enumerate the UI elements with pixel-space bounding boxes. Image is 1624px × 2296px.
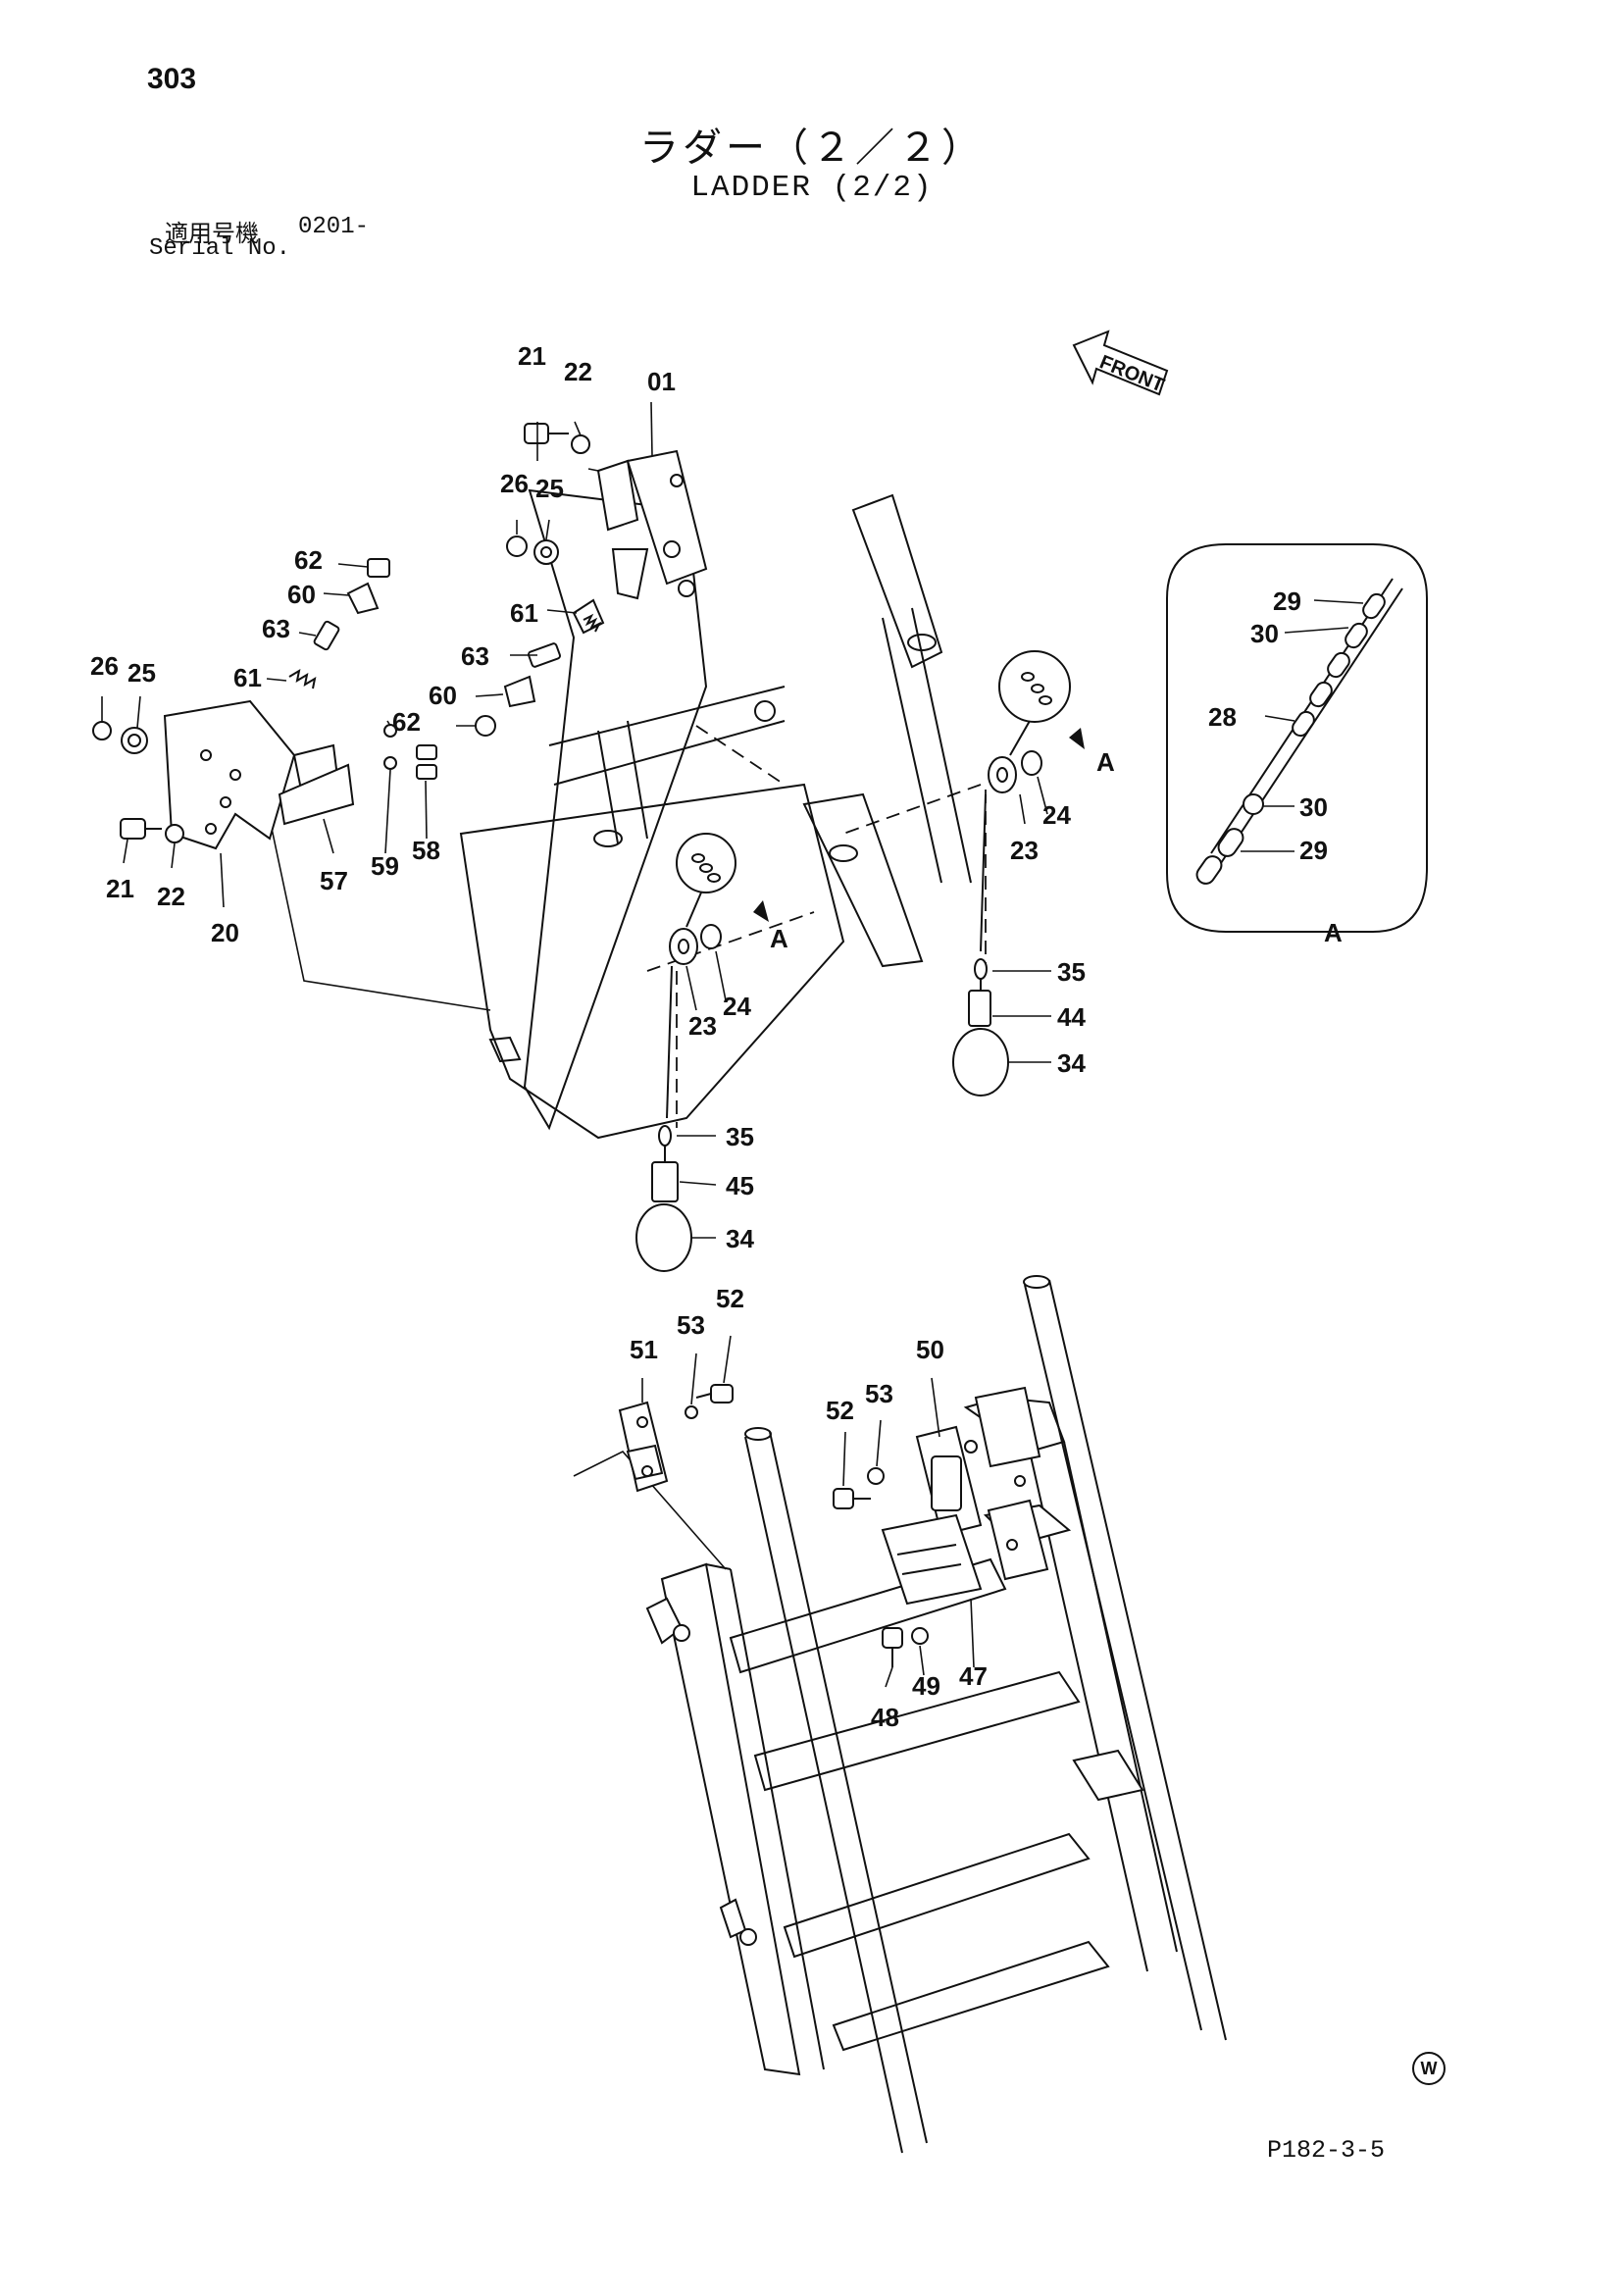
- callout-53-right: 53: [865, 1379, 893, 1408]
- w-mark: W: [1412, 2052, 1446, 2085]
- handle-brackets: [833, 1377, 1049, 1688]
- callout-a-detail: A: [1324, 918, 1343, 947]
- callout-a-right: A: [1096, 747, 1115, 777]
- callout-35-right: 35: [1057, 957, 1086, 987]
- callout-25-top: 25: [535, 474, 564, 503]
- callout-51: 51: [630, 1335, 658, 1364]
- callout-61-left: 61: [233, 663, 262, 692]
- callout-29-bottom: 29: [1299, 836, 1328, 865]
- callout-23-right: 23: [1010, 836, 1039, 865]
- callout-62-mid: 62: [392, 707, 421, 737]
- title-japanese: ラダー（２／２）: [639, 126, 985, 171]
- callout-59: 59: [371, 851, 399, 881]
- front-label: FRONT: [1096, 351, 1167, 396]
- serial-label-english: Serial No.: [149, 235, 291, 262]
- callout-21-top: 21: [518, 341, 546, 371]
- serial-value: 0201-: [298, 214, 370, 240]
- callout-labels: 21 22 01 26 25 62 60 63 61 61 63 60 62 2…: [90, 341, 1343, 1732]
- callout-30-top: 30: [1250, 619, 1279, 648]
- upper-ladder: [269, 488, 987, 1140]
- callout-20: 20: [211, 918, 239, 947]
- callout-63-left: 63: [262, 614, 290, 643]
- callout-24-left: 24: [723, 992, 751, 1021]
- callout-23-left: 23: [688, 1011, 717, 1041]
- callout-52-right: 52: [826, 1396, 854, 1425]
- callout-21-left: 21: [106, 874, 134, 903]
- callout-26-top: 26: [500, 469, 529, 498]
- callout-a-left: A: [770, 924, 788, 953]
- callout-47: 47: [959, 1661, 988, 1691]
- callout-52-left: 52: [716, 1284, 744, 1313]
- callout-22-left: 22: [157, 882, 185, 911]
- callout-29-top: 29: [1273, 587, 1301, 616]
- page-number: 303: [147, 63, 197, 95]
- drawing-code: P182-3-5: [1267, 2136, 1386, 2165]
- detail-view-a: [1166, 543, 1428, 933]
- callout-34-right: 34: [1057, 1048, 1086, 1078]
- callout-24-right: 24: [1042, 800, 1071, 830]
- callout-62-top: 62: [294, 545, 323, 575]
- callout-22-top: 22: [564, 357, 592, 386]
- callout-34-left: 34: [726, 1224, 754, 1253]
- callout-60-mid: 60: [429, 681, 457, 710]
- top-fasteners: [506, 401, 653, 565]
- callout-60-top: 60: [287, 580, 316, 609]
- callout-58: 58: [412, 836, 440, 865]
- serial-label-japanese: 適用号機: [165, 220, 259, 247]
- callout-63-mid: 63: [461, 641, 489, 671]
- callout-53-left: 53: [677, 1310, 705, 1340]
- callout-61-mid: 61: [510, 598, 538, 628]
- callout-35-left: 35: [726, 1122, 754, 1151]
- callout-25-left: 25: [127, 658, 156, 688]
- pulley-left: [635, 833, 769, 1272]
- bracket-01: [596, 449, 708, 600]
- callout-28: 28: [1208, 702, 1237, 732]
- lower-ladder: [573, 1275, 1227, 2154]
- callout-57: 57: [320, 866, 348, 895]
- callout-49: 49: [912, 1671, 940, 1701]
- callout-30-bottom: 30: [1299, 792, 1328, 822]
- callout-50: 50: [916, 1335, 944, 1364]
- callout-44: 44: [1057, 1002, 1086, 1032]
- spring-assemblies: [266, 558, 605, 737]
- callout-45: 45: [726, 1171, 754, 1200]
- bracket-51: [618, 1335, 734, 1493]
- callout-48: 48: [871, 1703, 899, 1732]
- bracket-20: [92, 695, 437, 908]
- title-english: LADDER (2/2): [690, 171, 934, 205]
- callout-01: 01: [647, 367, 676, 396]
- callout-26-left: 26: [90, 651, 119, 681]
- front-arrow: FRONT: [1072, 330, 1169, 396]
- pulley-right: [952, 650, 1085, 1097]
